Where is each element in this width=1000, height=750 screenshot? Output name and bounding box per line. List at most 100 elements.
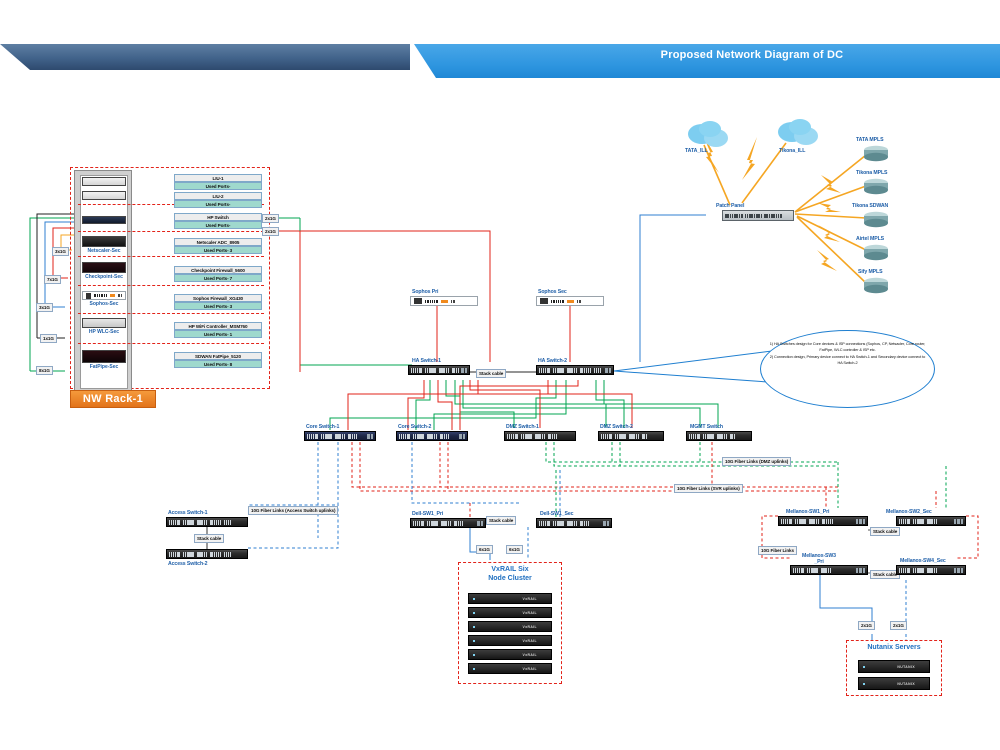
- vxrail-title-line1: VxRAIL Six: [491, 566, 529, 573]
- access-switch-2-label: Access Switch-2: [168, 561, 208, 567]
- vxrail-node: VxRAIL: [468, 663, 552, 674]
- ha-switch-2: [536, 365, 614, 375]
- vxrail-node-brand: VxRAIL: [522, 596, 537, 601]
- core-switch-1-label: Core Switch-1: [306, 424, 340, 430]
- rack-link-tag-0: 3x1G: [52, 247, 69, 256]
- nutanix-title: Nutanix Servers: [867, 644, 921, 651]
- dell-sw1-sec: [536, 518, 612, 528]
- inventory-ports-1: Used Ports-: [174, 200, 262, 208]
- mellanox-stack-cable-top: Stack cable: [870, 527, 901, 536]
- rack-device-checkpoint-label: Checkpoint-Sec: [85, 274, 123, 280]
- rack-name-label: NW Rack-1: [70, 390, 156, 408]
- router-tata-mpls-label: TATA MPLS: [856, 137, 884, 143]
- core-switch-2: [396, 431, 468, 441]
- nutanix-node: NUTANIX: [858, 677, 930, 690]
- ha-switch-1: [408, 365, 470, 375]
- page-title: Proposed Network Diagram of DC: [414, 44, 1000, 78]
- ha-stack-cable-label: Stack cable: [476, 369, 507, 378]
- inventory-ports-2: Used Ports-: [174, 221, 262, 229]
- dmz-switch-2-label: DMZ Switch-2: [600, 424, 633, 430]
- inventory-name-3: Netscaler ADC_8905: [174, 238, 262, 246]
- rack-link-tag-2: 3x1G: [36, 303, 53, 312]
- sophos-pri-label: Sophos Pri: [412, 289, 439, 295]
- inventory-ports-3: Used Ports- 3: [174, 246, 262, 254]
- access-switch-1: [166, 517, 248, 527]
- inventory-name-0: LIU-1: [174, 174, 262, 182]
- fiber-label-svr: 10G Fiber Links (SVR uplinks): [674, 484, 743, 493]
- mellanox-sw3-label: Mellanox-SW3 _Pri: [802, 553, 836, 565]
- fiber-label-mellanox: 10G Fiber Links: [758, 546, 797, 555]
- mellanox-sw1-label: Mellanox-SW1_Pri: [786, 509, 830, 515]
- hp-switch-tag-0: 2x1G: [262, 214, 279, 223]
- router-tikona-sdwan-icon: [864, 211, 888, 228]
- rack-liu-2: [82, 191, 126, 200]
- vxrail-node-brand: VxRAIL: [522, 666, 537, 671]
- rack-device-hp-wlc-label: HP WLC-Sec: [88, 329, 120, 335]
- vxrail-node: VxRAIL: [468, 649, 552, 660]
- mellanox-tag-left: 2x1G: [858, 621, 875, 630]
- vxrail-title: VxRAIL Six Node Cluster: [458, 566, 562, 584]
- vxrail-node-brand: VxRAIL: [522, 652, 537, 657]
- dell-sw1-pri-label: Dell-SW1_Pri: [412, 511, 444, 517]
- dell-stack-cable-label: Stack cable: [486, 516, 517, 525]
- inventory-ports-0: Used Ports-: [174, 182, 262, 190]
- patch-panel-label: Patch Panel: [716, 203, 745, 209]
- router-airtel-mpls-icon: [864, 244, 888, 261]
- inventory-ports-7: Used Ports- 8: [174, 360, 262, 368]
- callout-note-2: 2) Connection design, Primary device con…: [769, 354, 926, 365]
- router-sify-mpls-label: Sify MPLS: [858, 269, 883, 275]
- mellanox-sw4-label: Mellanox-SW4_Sec: [900, 558, 946, 564]
- rack-device-netscaler-label: Netscaler-Sec: [87, 248, 121, 254]
- mellanox-sw3-label-line2: _Pri: [814, 559, 824, 565]
- rack-device-checkpoint: [82, 262, 126, 273]
- rack-liu-1: [82, 177, 126, 186]
- sophos-pri-device: [410, 296, 478, 306]
- nutanix-node: NUTANIX: [858, 660, 930, 673]
- nutanix-node-brand: NUTANIX: [897, 681, 915, 686]
- cloud-tata-ill-label: TATA_ILL: [685, 148, 708, 154]
- mgmt-switch: [686, 431, 752, 441]
- inventory-ports-6: Used Ports- 1: [174, 330, 262, 338]
- vxrail-title-line2: Node Cluster: [488, 574, 532, 582]
- callout-note-1: 1) HA Switches design for Core devices &…: [769, 341, 926, 352]
- router-sify-mpls-icon: [864, 277, 888, 294]
- inventory-name-1: LIU-2: [174, 192, 262, 200]
- dmz-switch-2: [598, 431, 664, 441]
- dmz-switch-1: [504, 431, 576, 441]
- mellanox-sw1-pri: [778, 516, 868, 526]
- fiber-label-dmz: 10G Fiber Links (DMZ uplinks): [722, 457, 792, 466]
- inventory-name-7: SDWAN FatPipe_5120: [174, 352, 262, 360]
- core-switch-1: [304, 431, 376, 441]
- sophos-sec-device: [536, 296, 604, 306]
- rack-device-fatpipe: [82, 350, 126, 363]
- vxrail-node-brand: VxRAIL: [522, 610, 537, 615]
- rack-dashed-border: [70, 167, 270, 389]
- router-tikona-mpls-icon: [864, 178, 888, 195]
- rack-device-netscaler: [82, 236, 126, 247]
- vxrail-node-brand: VxRAIL: [522, 624, 537, 629]
- dell-sw1-sec-label: Dell-SW1_Sec: [540, 511, 574, 517]
- mellanox-sw2-sec: [896, 516, 966, 526]
- patch-panel: [722, 210, 794, 221]
- mellanox-sw3-pri: [790, 565, 868, 575]
- cloud-tikona-ill: [778, 119, 818, 145]
- rack-device-sophos: [82, 291, 126, 300]
- router-tikona-sdwan-label: Tikona SDWAN: [852, 203, 889, 209]
- rack-hp-switch: [82, 216, 126, 224]
- access-switch-1-label: Access Switch-1: [168, 510, 208, 516]
- router-airtel-mpls-label: Airtel MPLS: [856, 236, 885, 242]
- mellanox-sw4-sec: [896, 565, 966, 575]
- dell-tag-right: 6x1G: [506, 545, 523, 554]
- access-switch-2: [166, 549, 248, 559]
- inventory-name-5: Sophos Firewall_XG430: [174, 294, 262, 302]
- vxrail-node: VxRAIL: [468, 593, 552, 604]
- vxrail-node: VxRAIL: [468, 621, 552, 632]
- rack-device-sophos-label: Sophos-Sec: [89, 301, 119, 307]
- dell-tag-left: 6x1G: [476, 545, 493, 554]
- mellanox-sw2-label: Mellanox-SW2_Sec: [886, 509, 932, 515]
- cloud-tata-ill: [688, 121, 728, 147]
- inventory-name-4: Checkpoint Firewall_5600: [174, 266, 262, 274]
- banner-left-wing: [0, 44, 410, 70]
- title-banner: Proposed Network Diagram of DC: [0, 44, 1000, 82]
